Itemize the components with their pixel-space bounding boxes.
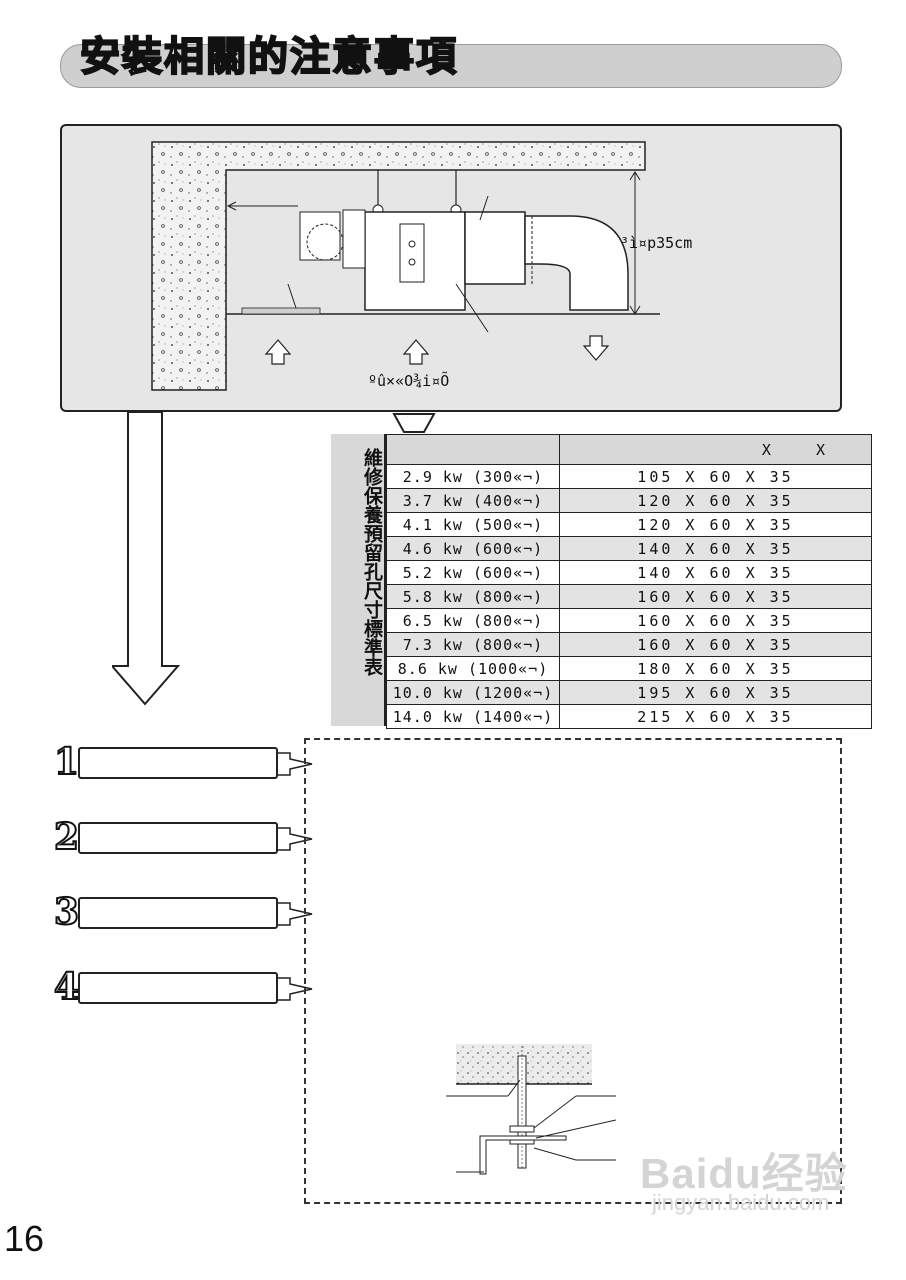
watermark-url: jingyan.baidu.com xyxy=(652,1190,830,1215)
dimension-cell: 160 X 60 X 35 xyxy=(559,632,872,657)
dimension-cell: 120 X 60 X 35 xyxy=(559,512,872,537)
capacity-cell: 2.9 kw (300«¬) xyxy=(386,464,560,489)
step-number-2: 2 xyxy=(53,816,80,858)
capacity-cell: 7.3 kw (800«¬) xyxy=(386,632,560,657)
dimension-cell: 160 X 60 X 35 xyxy=(559,584,872,609)
ceiling-slab xyxy=(151,141,646,391)
ceiling-board xyxy=(241,307,321,315)
table-row: 4.1 kw (500«¬)120 X 60 X 35 xyxy=(386,512,872,537)
step-box-2 xyxy=(78,822,278,854)
dimension-cell: 215 X 60 X 35 xyxy=(559,704,872,729)
header-capacity xyxy=(386,434,560,465)
down-arrow xyxy=(112,411,436,706)
dimension-cell: 195 X 60 X 35 xyxy=(559,680,872,705)
capacity-cell: 5.8 kw (800«¬) xyxy=(386,584,560,609)
table-row: 5.8 kw (800«¬)160 X 60 X 35 xyxy=(386,584,872,609)
ceiling-unit-illustration: ³ì¤p35cm ºû­×«O¾i¤Õ xyxy=(151,141,692,391)
step-number-1: 1 xyxy=(53,741,80,783)
diagram-caption: ºû­×«O¾i¤Õ xyxy=(368,371,449,390)
table-row: 6.5 kw (800«¬)160 X 60 X 35 xyxy=(386,608,872,633)
capacity-cell: 10.0 kw (1200«¬) xyxy=(386,680,560,705)
page-title: 安裝相關的注意事項 xyxy=(79,33,458,81)
capacity-cell: 4.6 kw (600«¬) xyxy=(386,536,560,561)
title-banner xyxy=(60,44,842,88)
step-arrow-1 xyxy=(278,752,313,776)
table-row: 14.0 kw (1400«¬)215 X 60 X 35 xyxy=(386,704,872,729)
table-row: 10.0 kw (1200«¬)195 X 60 X 35 xyxy=(386,680,872,705)
dimension-cell: 120 X 60 X 35 xyxy=(559,488,872,513)
capacity-cell: 4.1 kw (500«¬) xyxy=(386,512,560,537)
watermark-logo: Baidu经验 xyxy=(640,1150,848,1197)
capacity-cell: 5.2 kw (600«¬) xyxy=(386,560,560,585)
page-number: 16 xyxy=(4,1218,45,1259)
step-number-3: 3 xyxy=(53,891,80,933)
step-arrow-2 xyxy=(278,827,313,851)
step-box-3 xyxy=(78,897,278,929)
capacity-cell: 8.6 kw (1000«¬) xyxy=(386,656,560,681)
step-arrow-4 xyxy=(278,977,313,1001)
step-box-1 xyxy=(78,747,278,779)
capacity-cell: 6.5 kw (800«¬) xyxy=(386,608,560,633)
table-row: 2.9 kw (300«¬)105 X 60 X 35 xyxy=(386,464,872,489)
airflow-arrows xyxy=(264,335,610,365)
dimension-cell: 140 X 60 X 35 xyxy=(559,560,872,585)
table-header-row: X X xyxy=(386,434,872,465)
table-side-caption: 維修保養預留孔尺寸標準表 xyxy=(331,434,386,726)
step-number-4: 4 xyxy=(53,966,80,1008)
step-arrow-3 xyxy=(278,902,313,926)
hanger-bolt-detail xyxy=(446,1044,616,1175)
step-box-4 xyxy=(78,972,278,1004)
capacity-cell: 3.7 kw (400«¬) xyxy=(386,488,560,513)
header-dimension: X X xyxy=(559,434,872,465)
instruction-area xyxy=(304,738,842,1204)
table-row: 5.2 kw (600«¬)140 X 60 X 35 xyxy=(386,560,872,585)
table-row: 8.6 kw (1000«¬)180 X 60 X 35 xyxy=(386,656,872,681)
dimension-cell: 140 X 60 X 35 xyxy=(559,536,872,561)
capacity-cell: 14.0 kw (1400«¬) xyxy=(386,704,560,729)
table-row: 7.3 kw (800«¬)160 X 60 X 35 xyxy=(386,632,872,657)
table-row: 4.6 kw (600«¬)140 X 60 X 35 xyxy=(386,536,872,561)
dimension-cell: 105 X 60 X 35 xyxy=(559,464,872,489)
dimension-cell: 180 X 60 X 35 xyxy=(559,656,872,681)
side-caption-text: 維修保養預留孔尺寸標準表 xyxy=(361,448,383,676)
duct xyxy=(524,215,629,311)
height-label: ³ì¤p35cm xyxy=(620,234,692,252)
dimension-cell: 160 X 60 X 35 xyxy=(559,608,872,633)
table-row: 3.7 kw (400«¬)120 X 60 X 35 xyxy=(386,488,872,513)
